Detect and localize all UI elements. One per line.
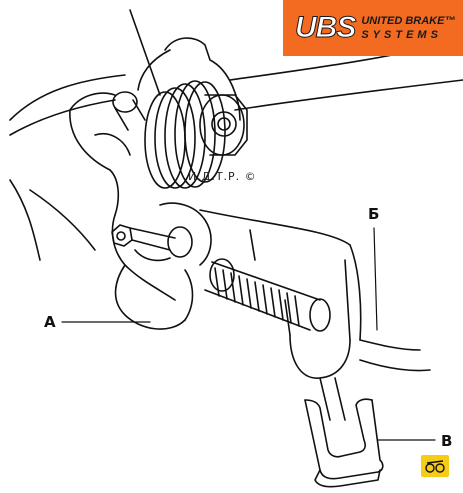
adjuster-coil — [144, 80, 248, 189]
brake-shoe-icon — [421, 455, 449, 477]
callout-b: Б — [368, 205, 380, 223]
threaded-adjuster — [204, 258, 331, 332]
pin-knob — [112, 91, 146, 131]
leader-lines — [61, 227, 436, 441]
caliper-bracket — [69, 37, 241, 330]
adjuster-lever — [284, 259, 351, 421]
callout-a: А — [44, 313, 56, 331]
callout-v: В — [441, 432, 453, 450]
brand-mark: UBS — [294, 11, 356, 44]
brand-line2: SYSTEMS — [361, 28, 442, 41]
brand-text: UNITED BRAKE™ SYSTEMS — [361, 14, 456, 41]
watermark: И.Д.Т.Р. © — [188, 170, 257, 183]
brand-line1: UNITED BRAKE™ — [361, 14, 456, 27]
hex-bolt — [111, 224, 193, 262]
brand-logo: UBS UNITED BRAKE™ SYSTEMS — [283, 0, 463, 56]
leader-b — [373, 227, 378, 331]
spring-clip — [304, 398, 384, 488]
backing-plate — [9, 9, 463, 372]
